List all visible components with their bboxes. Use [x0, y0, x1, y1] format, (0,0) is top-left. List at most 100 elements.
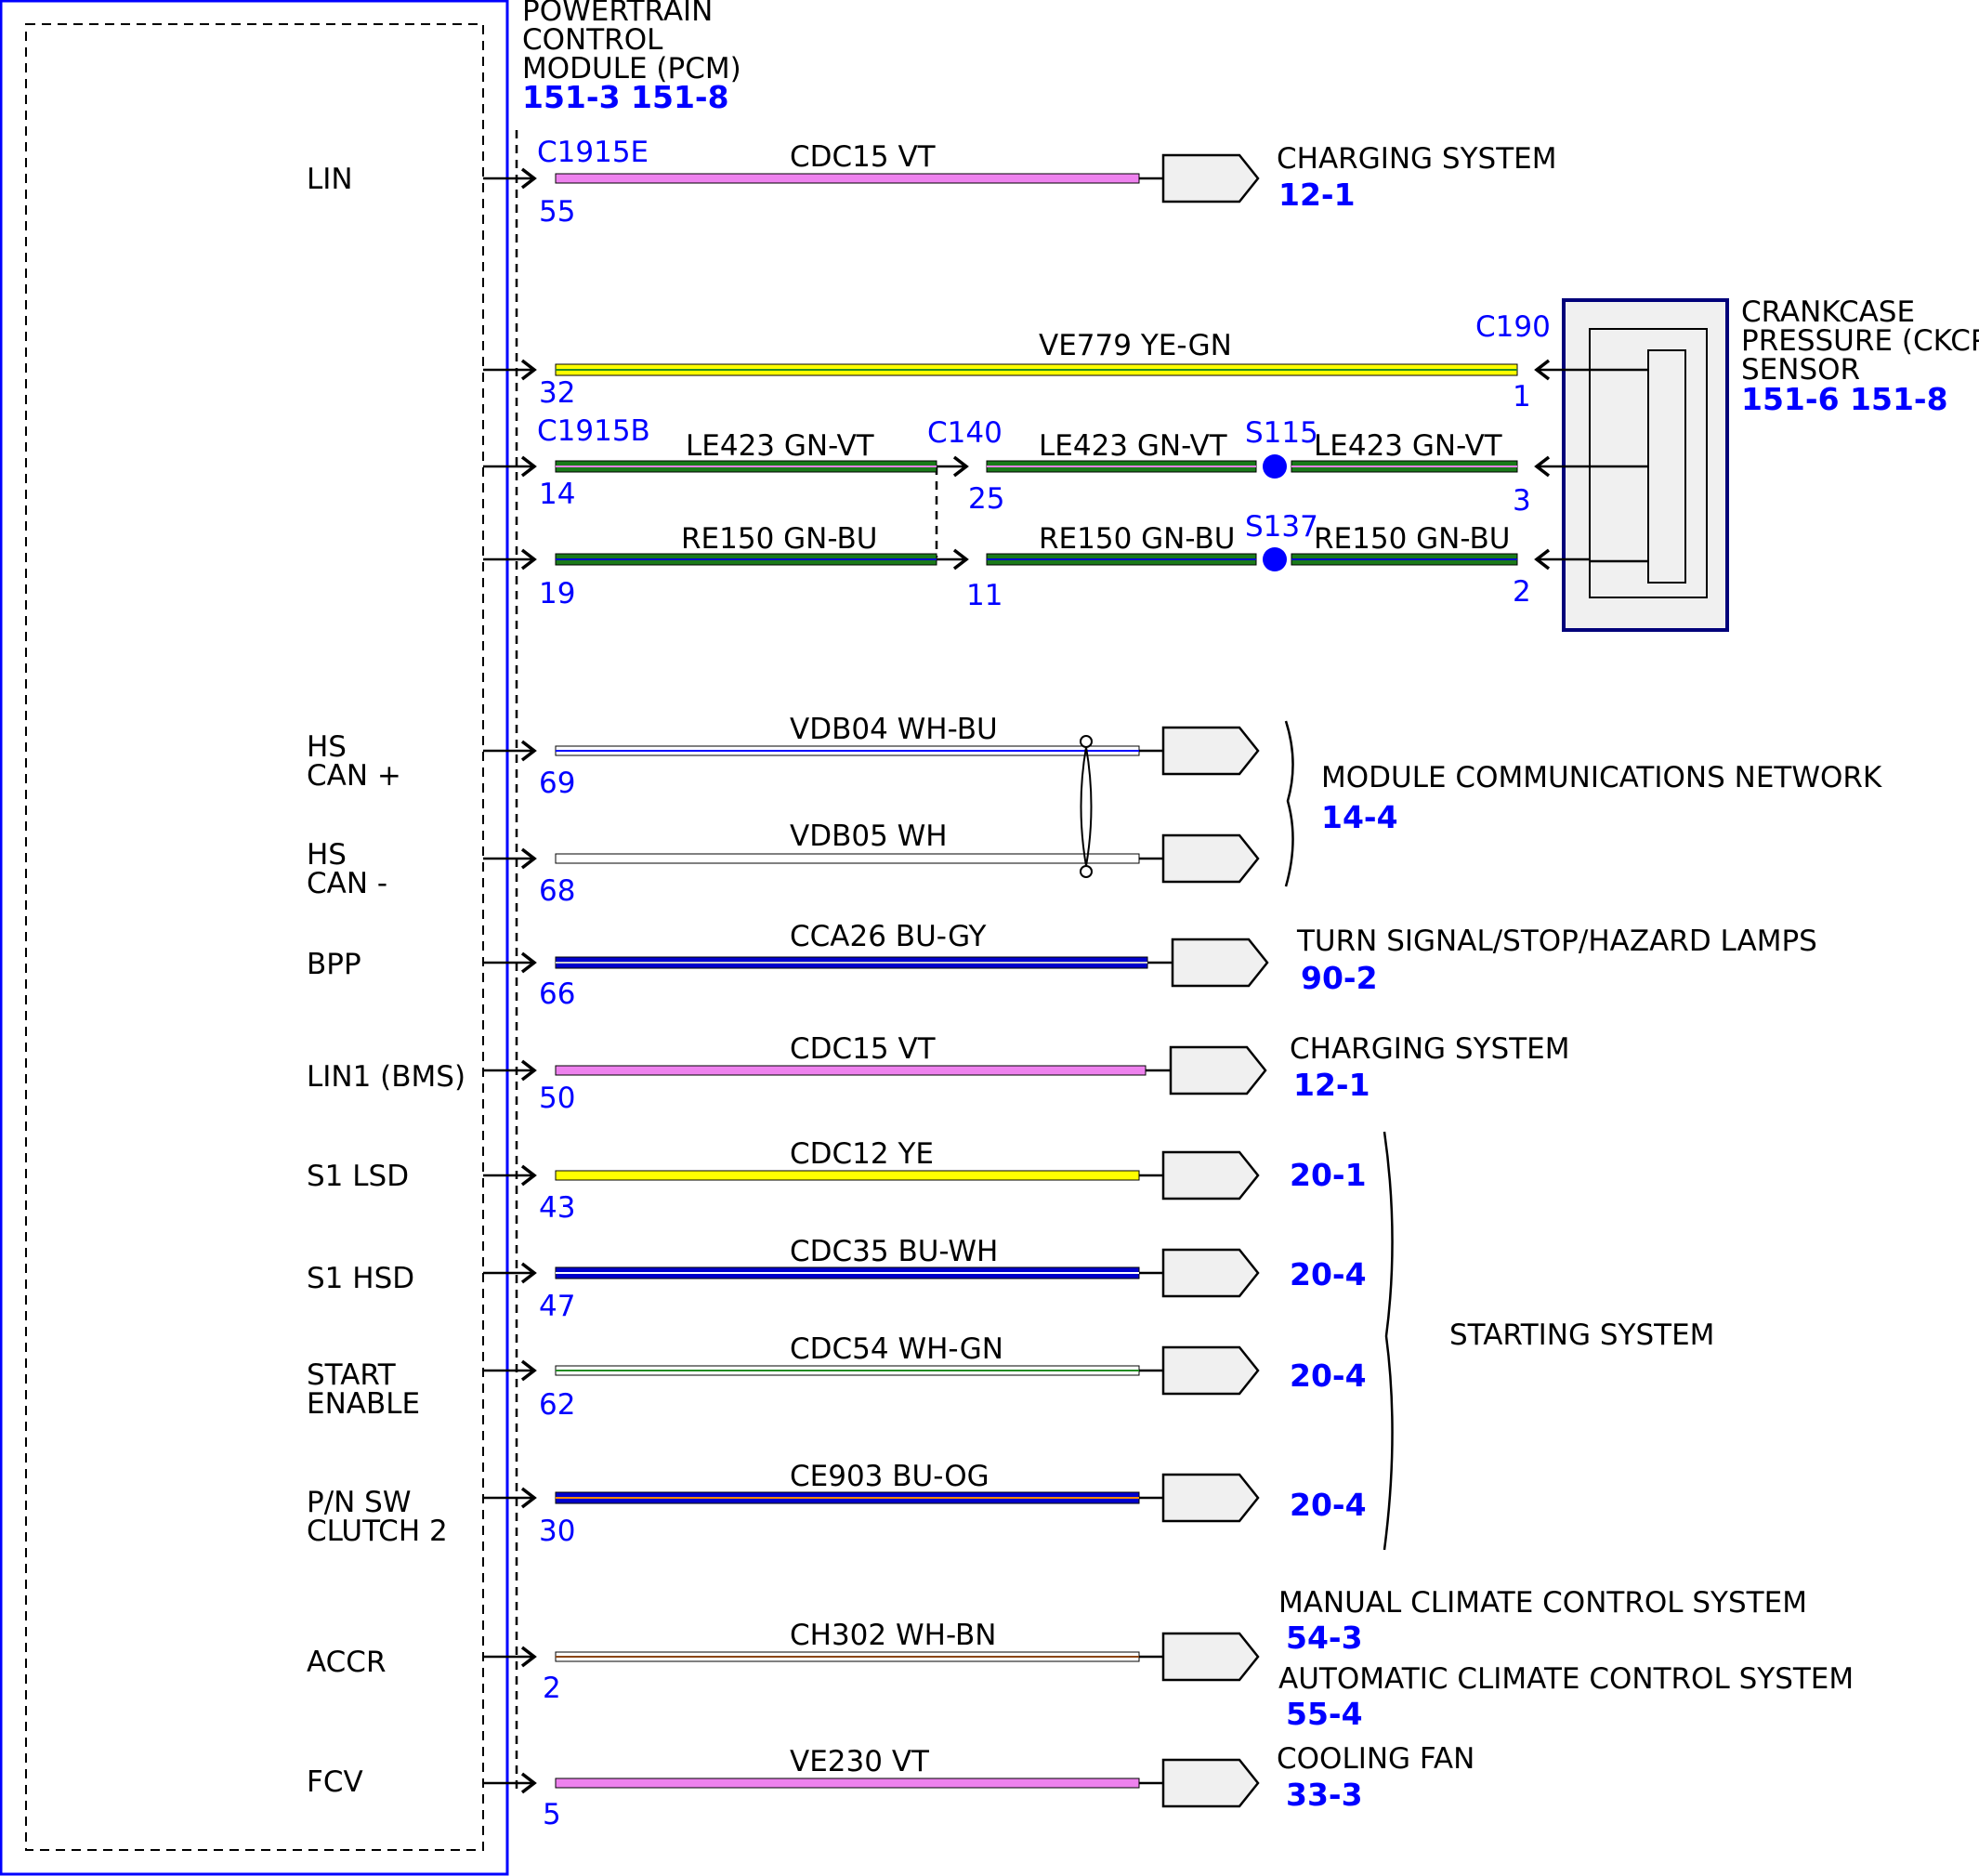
- connector-arrow-can-plus[interactable]: [1161, 726, 1260, 776]
- label-start-enable-1: START: [307, 1358, 397, 1392]
- circuit-fcv: 5 VE230 VT COOLING FAN 33-3: [483, 1742, 1474, 1831]
- circuit-label-re150-3: RE150 GN-BU: [1314, 522, 1510, 556]
- pin-arrow: [520, 1646, 537, 1668]
- ckcp-sensor: CRANKCASE PRESSURE (CKCP) SENSOR 151-6 1…: [1562, 295, 1979, 632]
- pcm-refs[interactable]: 151-3 151-8: [522, 79, 729, 115]
- pcm-pin-labels: LIN HS CAN + HS CAN - BPP LIN1 (BMS) S1 …: [307, 163, 465, 1799]
- dest-network: MODULE COMMUNICATIONS NETWORK: [1321, 761, 1882, 794]
- ckcp-label-2: PRESSURE (CKCP): [1741, 324, 1979, 358]
- connector-arrow-starting-3[interactable]: [1161, 1345, 1260, 1396]
- pin-arrow: [520, 455, 537, 478]
- dest-starting-ref-3[interactable]: 20-4: [1290, 1358, 1367, 1394]
- pin-68: 68: [539, 874, 575, 908]
- splice-s115[interactable]: [1263, 454, 1287, 479]
- label-hs-can-plus-2: CAN +: [307, 759, 401, 793]
- ckcp-label-1: CRANKCASE: [1741, 295, 1915, 329]
- pin-47: 47: [539, 1290, 575, 1323]
- circuit-label-cdc15-2: CDC15 VT: [790, 1032, 937, 1066]
- connector-c190[interactable]: C190: [1475, 310, 1551, 344]
- dest-charging-2-ref[interactable]: 12-1: [1293, 1067, 1370, 1103]
- dest-network-ref[interactable]: 14-4: [1321, 799, 1398, 835]
- pin-19: 19: [539, 577, 575, 610]
- label-lin1: LIN1 (BMS): [307, 1060, 465, 1094]
- dest-starting-ref-1[interactable]: 20-1: [1290, 1157, 1367, 1193]
- label-s1-lsd: S1 LSD: [307, 1160, 409, 1193]
- wire-lin1-cdc15[interactable]: [555, 1065, 1147, 1076]
- connector-arrow-turn-signal[interactable]: [1171, 938, 1269, 988]
- ckcp-ref[interactable]: 151-6 151-8: [1741, 381, 1948, 417]
- pcm-module: POWERTRAIN CONTROL MODULE (PCM) 151-3 15…: [0, 0, 741, 1876]
- pin-arrow: [520, 548, 537, 571]
- pin-62: 62: [539, 1388, 575, 1422]
- dest-turn-signal-ref[interactable]: 90-2: [1301, 960, 1378, 996]
- label-hs-can-minus-1: HS: [307, 838, 347, 872]
- label-hs-can-plus-1: HS: [307, 730, 347, 764]
- splice-s137[interactable]: [1263, 547, 1287, 571]
- circuit-s1-hsd: 47 CDC35 BU-WH 20-4: [483, 1235, 1367, 1323]
- dest-manual-climate: MANUAL CLIMATE CONTROL SYSTEM: [1278, 1586, 1807, 1620]
- connector-arrow-starting-2[interactable]: [1161, 1248, 1260, 1298]
- pin-arrow: [520, 847, 537, 870]
- circuit-bpp: 66 CCA26 BU-GY TURN SIGNAL/STOP/HAZARD L…: [483, 920, 1817, 1011]
- dest-turn-signal: TURN SIGNAL/STOP/HAZARD LAMPS: [1296, 925, 1817, 958]
- ckcp-sensor-outer[interactable]: [1562, 298, 1729, 632]
- circuit-label-vdb05: VDB05 WH: [790, 820, 948, 853]
- circuit-s1-lsd: 43 CDC12 YE 20-1: [483, 1137, 1367, 1225]
- sensor-pin-2: 2: [1513, 575, 1531, 609]
- connector-arrow-charging-1[interactable]: [1161, 153, 1260, 203]
- wire-cdc12[interactable]: [555, 1170, 1140, 1181]
- wire-lin[interactable]: [555, 173, 1140, 184]
- wire-ve230[interactable]: [555, 1778, 1140, 1789]
- dest-auto-climate-ref[interactable]: 55-4: [1286, 1696, 1363, 1732]
- connector-c1915e[interactable]: C1915E: [537, 136, 649, 169]
- circuit-label-ve230: VE230 VT: [790, 1745, 930, 1778]
- pin-55: 55: [539, 195, 575, 229]
- pin-arrow: [520, 1059, 537, 1082]
- sensor-pin-1: 1: [1513, 380, 1531, 413]
- pcm-title-line-3: MODULE (PCM): [522, 52, 741, 85]
- pin-arrow: [520, 1772, 537, 1794]
- dest-cooling-fan-ref[interactable]: 33-3: [1286, 1777, 1363, 1813]
- circuit-start-enable: 62 CDC54 WH-GN 20-4: [483, 1332, 1367, 1422]
- circuit-label-cdc35: CDC35 BU-WH: [790, 1235, 998, 1268]
- circuit-label-cdc12: CDC12 YE: [790, 1137, 934, 1171]
- label-fcv: FCV: [307, 1765, 363, 1799]
- c140-arrow: [952, 455, 969, 478]
- pin-arrow: [520, 1359, 537, 1382]
- circuit-accr: 2 CH302 WH-BN MANUAL CLIMATE CONTROL SYS…: [483, 1586, 1854, 1732]
- pin-69: 69: [539, 767, 575, 800]
- dest-cooling-fan: COOLING FAN: [1277, 1742, 1474, 1776]
- pin-arrow: [520, 1164, 537, 1187]
- label-pn-sw-1: P/N SW: [307, 1486, 412, 1519]
- splice-s115-label: S115: [1245, 416, 1318, 450]
- connector-arrow-starting-4[interactable]: [1161, 1473, 1260, 1523]
- dest-starting-ref-4[interactable]: 20-4: [1290, 1487, 1367, 1523]
- pin-32: 32: [539, 376, 575, 410]
- pin-14: 14: [539, 478, 575, 511]
- circuit-label-le423-3: LE423 GN-VT: [1314, 429, 1503, 463]
- dest-manual-climate-ref[interactable]: 54-3: [1286, 1620, 1363, 1656]
- circuit-label-ce903: CE903 BU-OG: [790, 1460, 990, 1493]
- dest-starting: STARTING SYSTEM: [1449, 1318, 1714, 1352]
- circuit-label-cdc15: CDC15 VT: [790, 140, 937, 174]
- circuit-label-re150-2: RE150 GN-BU: [1039, 522, 1235, 556]
- connector-arrow-charging-2[interactable]: [1169, 1045, 1267, 1095]
- connector-arrow-climate[interactable]: [1161, 1632, 1260, 1682]
- circuit-label-le423-2: LE423 GN-VT: [1039, 429, 1228, 463]
- connector-arrow-can-minus[interactable]: [1161, 833, 1260, 884]
- pcm-outer-border: [0, 0, 509, 1876]
- connector-arrow-starting-1[interactable]: [1161, 1150, 1260, 1200]
- label-lin: LIN: [307, 163, 353, 196]
- connector-c140[interactable]: C140: [927, 416, 1003, 450]
- pin-5: 5: [543, 1798, 561, 1831]
- circuit-lin: 55 CDC15 VT CHARGING SYSTEM 12-1: [483, 140, 1557, 229]
- connector-arrow-cooling-fan[interactable]: [1161, 1758, 1260, 1808]
- label-hs-can-minus-2: CAN -: [307, 867, 387, 900]
- dest-starting-ref-2[interactable]: 20-4: [1290, 1256, 1367, 1292]
- connector-c1915b[interactable]: C1915B: [537, 414, 650, 448]
- dest-charging-1-ref[interactable]: 12-1: [1278, 177, 1356, 213]
- label-accr: ACCR: [307, 1646, 387, 1679]
- pcm-title-line-1: POWERTRAIN: [522, 0, 713, 28]
- pin-arrow: [520, 167, 537, 190]
- wire-vdb05[interactable]: [555, 853, 1140, 864]
